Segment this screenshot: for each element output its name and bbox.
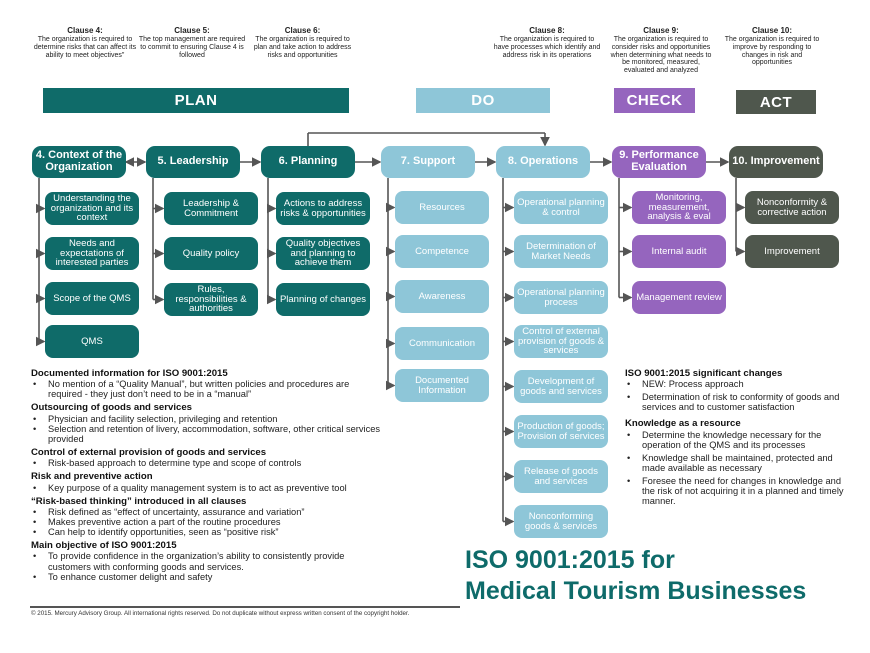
note-bullet: Key purpose of a quality management syst… [31,483,381,493]
note-list: No mention of a “Quality Manual”, but wr… [31,379,381,399]
process-box: Quality policy [164,237,258,270]
clause-10: Clause 10:The organization is required t… [724,26,820,67]
note-heading: Knowledge as a resource [625,418,741,430]
process-box: Needs and expectations of interested par… [45,237,139,270]
process-box: Resources [395,191,489,224]
process-box: QMS [45,325,139,358]
note-bullet: Determination of risk to conformity of g… [625,392,853,412]
process-box: Nonconformity & corrective action [745,191,839,224]
note-bullet: Risk-based approach to determine type an… [31,458,381,468]
section-header-9: 9. Performance Evaluation [612,146,706,178]
right-notes: ISO 9001:2015 significant changesNEW: Pr… [625,368,853,513]
note-list: Key purpose of a quality management syst… [31,483,381,493]
note-bullet: Physician and facility selection, privil… [31,414,381,424]
process-box: Improvement [745,235,839,268]
note-heading: ISO 9001:2015 significant changes [625,368,783,379]
section-header-10: 10. Improvement [729,146,823,178]
process-box: Understanding the organization and its c… [45,192,139,225]
note-bullet: Determine the knowledge necessary for th… [625,430,853,450]
note-heading: Main objective of ISO 9001:2015 [31,540,177,552]
note-heading: Outsourcing of goods and services [31,402,192,414]
process-box: Operational planning process [514,281,608,314]
left-notes: Documented information for ISO 9001:2015… [31,368,381,586]
process-box: Scope of the QMS [45,282,139,315]
note-heading: Risk and preventive action [31,471,153,483]
clause-8: Clause 8:The organization is required to… [493,26,601,59]
clause-6: Clause 6:The organization is required to… [253,26,352,59]
note-bullet: Risk defined as “effect of uncertainty, … [31,507,381,517]
note-bullet: NEW: Process approach [625,379,853,389]
process-box: Development of goods and services [514,370,608,403]
section-header-7: 7. Support [381,146,475,178]
process-box: Nonconforming goods & services [514,505,608,538]
process-box: Internal audit [632,235,726,268]
note-bullet: Makes preventive action a part of the ro… [31,517,381,527]
process-box: Monitoring, measurement, analysis & eval [632,191,726,224]
process-box: Control of external provision of goods &… [514,325,608,358]
title-line-2: Medical Tourism Businesses [465,577,807,605]
note-list: To provide confidence in the organizatio… [31,551,381,581]
process-box: Competence [395,235,489,268]
note-list: NEW: Process approachDetermination of ri… [625,379,853,412]
process-box: Awareness [395,280,489,313]
section-header-5: 5. Leadership [146,146,240,178]
process-box: Planning of changes [276,283,370,316]
note-heading: Control of external provision of goods a… [31,446,267,458]
note-bullet: Can help to identify opportunities, seen… [31,527,381,537]
phase-check: CHECK [614,88,695,113]
note-bullet: Foresee the need for changes in knowledg… [625,476,853,506]
note-list: Risk defined as “effect of uncertainty, … [31,507,381,537]
phase-do: DO [416,88,550,113]
process-box: Operational planning & control [514,191,608,224]
process-box: Documented Information [395,369,489,402]
note-list: Determine the knowledge necessary for th… [625,430,853,506]
note-list: Risk-based approach to determine type an… [31,458,381,468]
clause-4: Clause 4:The organization is required to… [33,26,137,59]
copyright: © 2015. Mercury Advisory Group. All inte… [31,610,410,617]
process-box: Communication [395,327,489,360]
note-heading: “Risk-based thinking” introduced in all … [31,495,247,507]
footer-divider [30,606,460,608]
process-box: Leadership & Commitment [164,192,258,225]
note-list: Physician and facility selection, privil… [31,414,381,444]
note-bullet: Selection and retention of livery, accom… [31,424,381,444]
title-line-1: ISO 9001:2015 for [465,546,675,574]
phase-act: ACT [736,90,816,114]
note-bullet: To enhance customer delight and safety [31,572,381,582]
process-box: Actions to address risks & opportunities [276,192,370,225]
note-bullet: To provide confidence in the organizatio… [31,551,381,571]
section-header-4: 4. Context of the Organization [32,146,126,178]
process-box: Quality objectives and planning to achie… [276,237,370,270]
section-header-6: 6. Planning [261,146,355,178]
section-header-8: 8. Operations [496,146,590,178]
phase-plan: PLAN [43,88,349,113]
note-heading: Documented information for ISO 9001:2015 [31,368,228,379]
process-box: Production of goods; Provision of servic… [514,415,608,448]
clause-5: Clause 5:The top management are required… [138,26,246,59]
process-box: Rules, responsibilities & authorities [164,283,258,316]
note-bullet: No mention of a “Quality Manual”, but wr… [31,379,381,399]
note-bullet: Knowledge shall be maintained, protected… [625,453,853,473]
process-box: Release of goods and services [514,460,608,493]
clause-9: Clause 9:The organization is required to… [610,26,712,75]
process-box: Determination of Market Needs [514,235,608,268]
process-box: Management review [632,281,726,314]
